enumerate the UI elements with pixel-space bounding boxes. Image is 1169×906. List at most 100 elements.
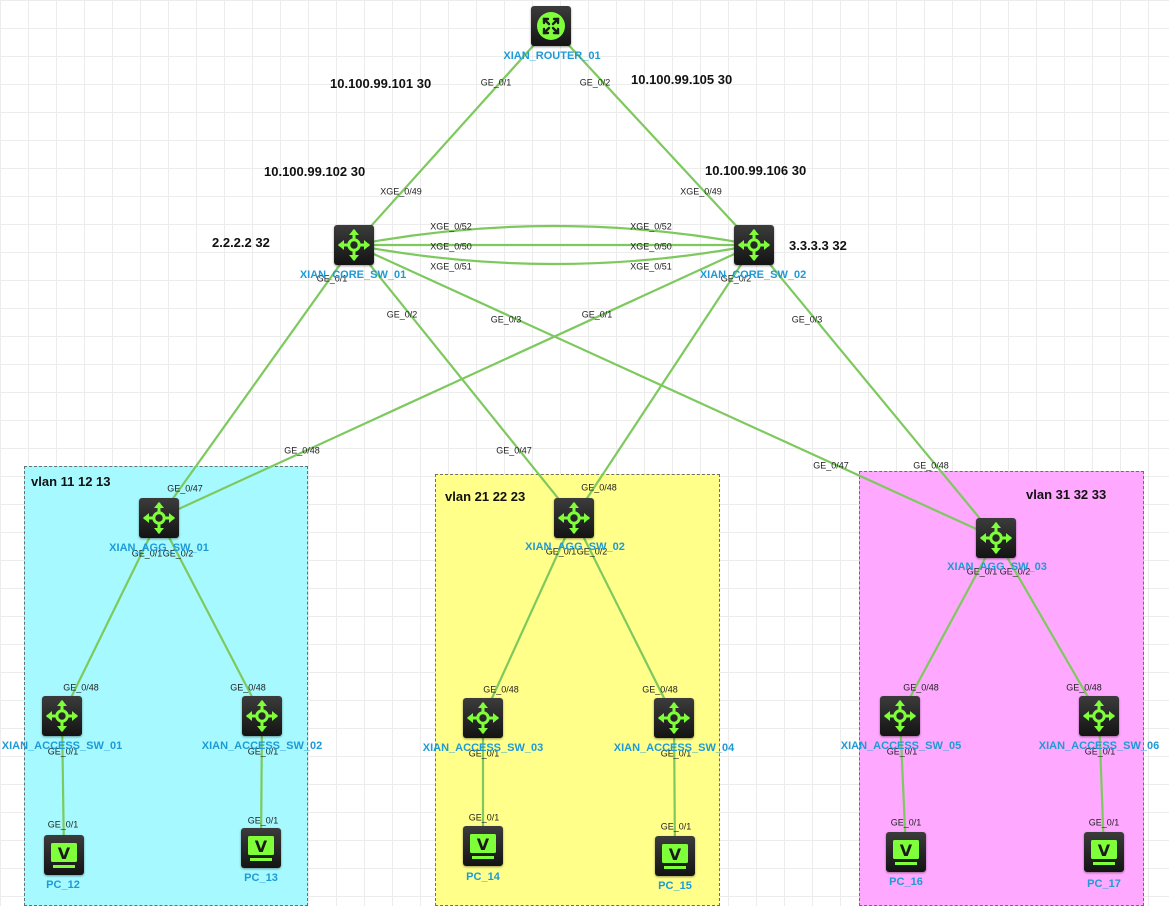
link-agg3-acc5[interactable] bbox=[899, 537, 997, 717]
link-agg1-acc1[interactable] bbox=[61, 517, 160, 717]
link-acc1-pc12[interactable] bbox=[60, 715, 66, 856]
switch-node-acc3[interactable] bbox=[463, 698, 503, 738]
switch-name-acc5: XIAN_ACCESS_SW_05 bbox=[840, 740, 962, 752]
link-core2-agg3[interactable] bbox=[753, 244, 997, 539]
port-label: GE_0/48 bbox=[63, 682, 99, 693]
switch-node-acc1[interactable] bbox=[42, 696, 82, 736]
switch-node-agg2[interactable] bbox=[554, 498, 594, 538]
pc-node-15[interactable]: V bbox=[655, 836, 695, 876]
switch-icon bbox=[658, 702, 690, 734]
link-agg1-acc2[interactable] bbox=[158, 517, 263, 717]
port-label: GE_0/47 bbox=[813, 460, 849, 471]
pc-monitor-icon: V bbox=[1091, 840, 1117, 865]
switch-node-core2[interactable] bbox=[734, 225, 774, 265]
port-label: GE_0/1 bbox=[47, 819, 79, 830]
port-label: XGE_0/50 bbox=[430, 241, 472, 252]
port-label: GE_0/2 bbox=[576, 546, 608, 557]
link-core1-agg1[interactable] bbox=[158, 244, 355, 519]
svg-text:V: V bbox=[58, 844, 71, 863]
vlan-zone-1-label: vlan 11 12 13 bbox=[31, 474, 111, 489]
pc-node-12[interactable]: V bbox=[44, 835, 84, 875]
switch-node-agg3[interactable] bbox=[976, 518, 1016, 558]
link-agg2-acc3[interactable] bbox=[481, 517, 576, 719]
port-label: GE_0/2 bbox=[720, 273, 752, 284]
switch-node-acc2[interactable] bbox=[242, 696, 282, 736]
pc-name-13: PC_13 bbox=[244, 872, 278, 884]
switch-icon bbox=[558, 502, 590, 534]
port-label: XGE_0/51 bbox=[430, 261, 472, 272]
router-icon bbox=[537, 12, 565, 40]
port-label: GE_0/1 bbox=[468, 748, 500, 759]
link-core1-agg2[interactable] bbox=[353, 244, 575, 519]
switch-node-core1[interactable] bbox=[334, 225, 374, 265]
pc-name-16: PC_16 bbox=[889, 876, 923, 888]
pc-monitor-icon: V bbox=[893, 840, 919, 865]
pc-node-17[interactable]: V bbox=[1084, 832, 1124, 872]
svg-text:V: V bbox=[669, 845, 682, 864]
switch-node-acc4[interactable] bbox=[654, 698, 694, 738]
port-label: GE_0/48 bbox=[284, 445, 320, 456]
port-label: XGE_0/51 bbox=[630, 261, 672, 272]
port-label: GE_0/48 bbox=[483, 684, 519, 695]
link-acc6-pc17[interactable] bbox=[1097, 715, 1106, 853]
link-core1-core2-xge51[interactable] bbox=[353, 243, 755, 266]
pc-name-14: PC_14 bbox=[466, 871, 500, 883]
link-core2-agg1[interactable] bbox=[158, 244, 755, 519]
switch-node-agg1[interactable] bbox=[139, 498, 179, 538]
svg-text:V: V bbox=[1098, 841, 1111, 860]
link-router-core1[interactable] bbox=[353, 25, 552, 246]
link-core1-agg3[interactable] bbox=[353, 243, 997, 540]
switch-icon bbox=[1083, 700, 1115, 732]
switch-name-acc6: XIAN_ACCESS_SW_06 bbox=[1038, 740, 1160, 752]
pc-node-13[interactable]: V bbox=[241, 828, 281, 868]
link-core2-agg2[interactable] bbox=[573, 244, 755, 519]
vlan-zone-2-label: vlan 21 22 23 bbox=[445, 489, 526, 504]
port-label: GE_0/48 bbox=[1066, 682, 1102, 693]
port-label: GE_0/1 bbox=[660, 748, 692, 759]
svg-text:V: V bbox=[900, 841, 913, 860]
switch-node-acc5[interactable] bbox=[880, 696, 920, 736]
port-label: GE_0/1 bbox=[966, 566, 998, 577]
ip-label: 10.100.99.106 30 bbox=[705, 163, 807, 178]
ip-label: 10.100.99.102 30 bbox=[264, 164, 366, 179]
link-acc2-pc13[interactable] bbox=[259, 715, 264, 849]
link-agg3-acc6[interactable] bbox=[995, 537, 1100, 717]
port-label: GE_0/1 bbox=[468, 812, 500, 823]
switch-icon bbox=[738, 229, 770, 261]
switch-name-agg3: XIAN_AGG_SW_03 bbox=[947, 561, 1047, 573]
port-label: GE_0/3 bbox=[791, 314, 823, 325]
port-label: GE_0/48 bbox=[230, 682, 266, 693]
port-label: GE_0/47 bbox=[167, 483, 203, 494]
link-acc5-pc16[interactable] bbox=[898, 715, 908, 853]
switch-icon bbox=[338, 229, 370, 261]
switch-name-agg1: XIAN_AGG_SW_01 bbox=[109, 542, 209, 554]
switch-name-agg2: XIAN_AGG_SW_02 bbox=[525, 541, 625, 553]
port-label: GE_0/1 bbox=[660, 821, 692, 832]
pc-node-14[interactable]: V bbox=[463, 826, 503, 866]
port-label: GE_0/1 bbox=[247, 815, 279, 826]
port-label: GE_0/1 bbox=[1088, 817, 1120, 828]
port-label: XGE_0/52 bbox=[630, 221, 672, 232]
link-agg2-acc4[interactable] bbox=[573, 517, 675, 719]
link-router-core2[interactable] bbox=[550, 25, 755, 246]
port-label: XGE_0/49 bbox=[680, 186, 722, 197]
port-label: GE_0/1 bbox=[480, 77, 512, 88]
pc-node-16[interactable]: V bbox=[886, 832, 926, 872]
port-label: GE_0/1 bbox=[1084, 746, 1116, 757]
pc-name-15: PC_15 bbox=[658, 880, 692, 892]
router-node[interactable] bbox=[531, 6, 571, 46]
link-core1-core2-xge52[interactable] bbox=[353, 224, 755, 247]
ip-label: 3.3.3.3 32 bbox=[789, 238, 847, 253]
vlan-zone-3-label: vlan 31 32 33 bbox=[1026, 487, 1107, 502]
port-label: XGE_0/52 bbox=[430, 221, 472, 232]
port-label: XGE_0/50 bbox=[630, 241, 672, 252]
switch-node-acc6[interactable] bbox=[1079, 696, 1119, 736]
link-acc4-pc15[interactable] bbox=[672, 717, 677, 857]
port-label: GE_0/48 bbox=[581, 482, 617, 493]
pc-monitor-icon: V bbox=[51, 843, 77, 868]
switch-icon bbox=[246, 700, 278, 732]
port-label: GE_0/1 bbox=[581, 309, 613, 320]
port-label: GE_0/47 bbox=[496, 445, 532, 456]
switch-name-acc4: XIAN_ACCESS_SW_04 bbox=[613, 742, 735, 754]
